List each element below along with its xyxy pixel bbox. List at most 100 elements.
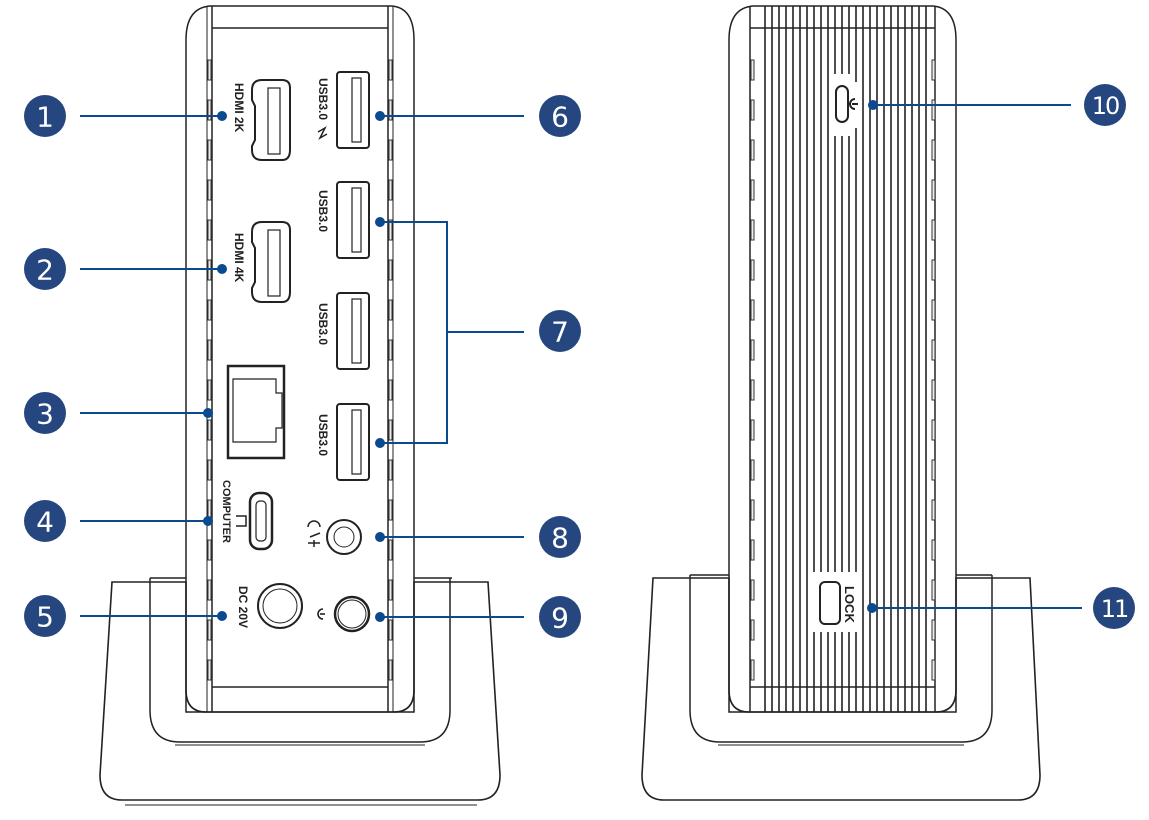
lock-slot (819, 581, 841, 625)
side-notch (931, 259, 936, 281)
callout-dot-1 (217, 111, 227, 121)
side-notch (750, 419, 755, 441)
side-notch (207, 659, 212, 681)
callout-badge-8: 8 (539, 516, 581, 558)
side-notch (931, 99, 936, 121)
label-usb-2: USB3.0 (316, 303, 330, 345)
hdmi-2k-port (251, 79, 291, 161)
power-icon (317, 608, 325, 620)
power-indicator-icon (849, 98, 858, 110)
svg-text:5: 5 (36, 601, 54, 634)
lightning-icon (317, 126, 328, 140)
side-notch (207, 539, 212, 561)
side-notch (931, 539, 936, 561)
callout-dot-7a (375, 217, 385, 227)
side-notch (207, 379, 212, 401)
side-notch (388, 539, 393, 561)
label-dc: DC 20V (236, 586, 250, 628)
side-notch (207, 219, 212, 241)
heat-sink-fins (764, 6, 927, 712)
usb-port-2 (336, 292, 370, 370)
side-notch (750, 299, 755, 321)
power-indicator (835, 85, 849, 123)
side-notch (750, 59, 755, 81)
label-usb-3: USB3.0 (316, 414, 330, 456)
callout-badge-4: 4 (24, 500, 66, 542)
side-notch (750, 379, 755, 401)
audio-jack (326, 519, 362, 555)
label-usb-fast: USB3.0 (316, 78, 330, 120)
callout-badge-1: 1 (24, 95, 66, 137)
side-notch (750, 139, 755, 161)
side-notch (750, 539, 755, 561)
callout-bracket-7 (380, 221, 524, 444)
side-notch (750, 179, 755, 201)
side-notch (750, 339, 755, 361)
callout-dots (203, 100, 878, 622)
hdmi-4k-port (251, 221, 291, 303)
label-lock: LOCK (842, 586, 857, 623)
callout-dot-2 (217, 264, 227, 274)
label-usb-1: USB3.0 (316, 190, 330, 232)
callout-dot-7b (375, 438, 385, 448)
side-notch (388, 459, 393, 481)
side-notch (931, 619, 936, 641)
side-notch (931, 459, 936, 481)
front-device-body (185, 5, 415, 713)
callout-badge-9: 9 (539, 596, 581, 638)
side-notch (388, 419, 393, 441)
side-notch (931, 499, 936, 521)
side-notch (207, 419, 212, 441)
svg-text:7: 7 (551, 316, 569, 349)
callout-dot-6 (375, 111, 385, 121)
side-notch (750, 499, 755, 521)
svg-text:11: 11 (1101, 595, 1128, 623)
side-notch (750, 259, 755, 281)
svg-text:4: 4 (36, 506, 54, 539)
usb-port-3 (336, 403, 370, 481)
side-notch (207, 619, 212, 641)
side-notch (207, 579, 212, 601)
back-side-notches (750, 59, 936, 681)
front-view (99, 5, 501, 806)
side-notch (750, 579, 755, 601)
side-notch (931, 299, 936, 321)
side-notch (750, 99, 755, 121)
side-notch (931, 659, 936, 681)
callout-badge-6: 6 (539, 95, 581, 137)
side-notch (388, 179, 393, 201)
callout-dot-11 (867, 603, 877, 613)
side-notch (207, 459, 212, 481)
side-notch (207, 139, 212, 161)
label-hdmi-2k: HDMI 2K (232, 83, 246, 133)
side-notch (207, 179, 212, 201)
svg-text:8: 8 (551, 522, 569, 555)
side-notch (207, 59, 212, 81)
side-notch (388, 619, 393, 641)
callout-badge-10: 10 (1084, 84, 1126, 126)
side-notch (207, 339, 212, 361)
callout-dot-5 (217, 611, 227, 621)
callout-dot-9 (375, 612, 385, 622)
svg-text:3: 3 (36, 398, 54, 431)
ethernet-port (226, 364, 286, 460)
svg-text:6: 6 (551, 101, 569, 134)
callout-dot-3 (203, 408, 213, 418)
callout-dot-4 (203, 516, 213, 526)
side-notch (750, 219, 755, 241)
side-notch (750, 459, 755, 481)
callout-badge-5: 5 (24, 595, 66, 637)
side-notch (931, 219, 936, 241)
side-notch (931, 59, 936, 81)
side-notch (388, 99, 393, 121)
callout-dot-10 (868, 100, 878, 110)
side-notch (931, 419, 936, 441)
callout-badge-11: 11 (1093, 587, 1135, 629)
back-view (641, 5, 1041, 801)
side-notch (931, 139, 936, 161)
callout-dot-8 (375, 532, 385, 542)
back-stand-inner (689, 575, 993, 743)
side-notch (388, 219, 393, 241)
label-computer: COMPUTER (220, 480, 232, 543)
